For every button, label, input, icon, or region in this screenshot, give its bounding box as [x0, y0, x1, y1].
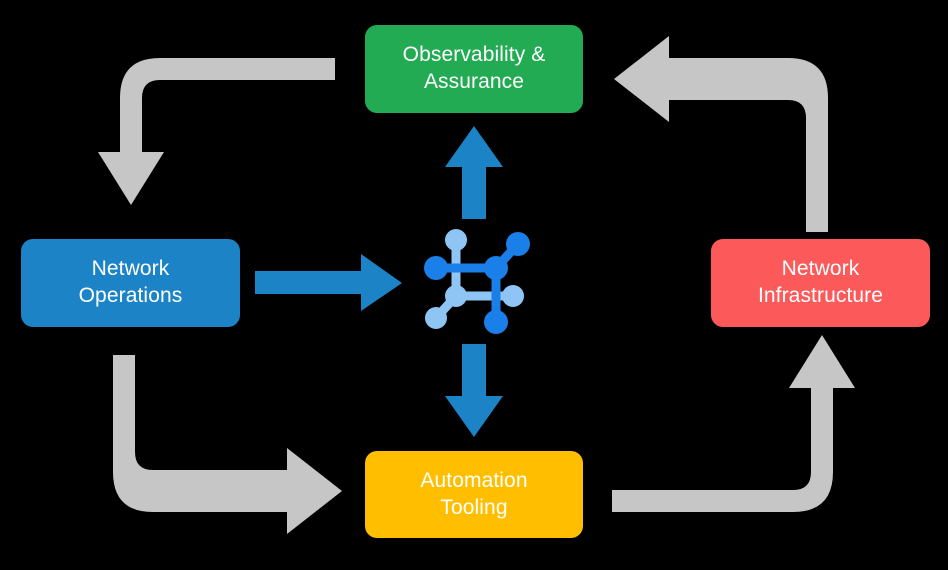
topology-secondary-edges	[431, 235, 518, 323]
arrow-center-to-observability	[445, 126, 503, 219]
topology-primary-nodes	[424, 232, 530, 334]
arrow-center-to-automation	[445, 344, 503, 437]
node-observability-and-assurance[interactable]: Observability & Assurance	[365, 25, 583, 113]
node-label-observability: Observability & Assurance	[402, 43, 546, 93]
node-label-automation-tooling: Automation Tooling	[420, 468, 528, 519]
arrow-automation-to-network-infrastructure	[612, 335, 855, 512]
node-network-operations[interactable]: Network Operations	[21, 239, 240, 327]
arrow-network-ops-to-automation	[113, 355, 342, 534]
node-automation-tooling[interactable]: Automation Tooling	[365, 451, 583, 538]
arrow-network-ops-to-center	[255, 254, 402, 311]
node-label-network-operations: Network Operations	[78, 257, 183, 307]
node-label-network-infrastructure: Network Infrastructure	[757, 257, 884, 307]
node-network-infrastructure[interactable]: Network Infrastructure	[711, 239, 930, 327]
topology-secondary-nodes	[425, 229, 524, 329]
arrow-observability-to-network-ops	[98, 58, 335, 205]
network-topology-icon	[424, 229, 530, 334]
arrow-network-infrastructure-to-observability	[614, 36, 828, 232]
